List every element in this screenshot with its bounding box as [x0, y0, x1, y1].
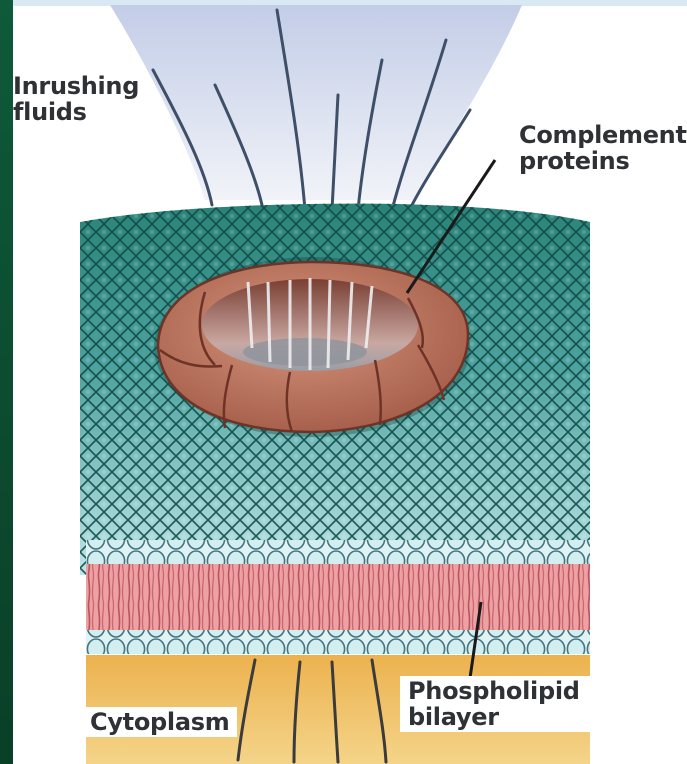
inrushing-label-line1: Inrushing: [13, 73, 139, 99]
phospholipid-bilayer-label: Phospholipid bilayer: [400, 676, 590, 732]
cytoplasm-label: Cytoplasm: [82, 707, 237, 737]
fluid-cone: [110, 5, 522, 200]
inrushing-label-line2: fluids: [13, 99, 139, 125]
complement-pore: [154, 257, 470, 437]
complement-label-line2: proteins: [519, 148, 687, 174]
inrushing-fluids-label: Inrushing fluids: [13, 73, 139, 125]
phospholipid-label-line2: bilayer: [408, 704, 580, 730]
complement-proteins-label: Complement proteins: [519, 122, 687, 174]
phospholipid-bilayer: [86, 540, 590, 654]
phospholipid-label-line1: Phospholipid: [408, 678, 580, 704]
complement-label-line1: Complement: [519, 122, 687, 148]
